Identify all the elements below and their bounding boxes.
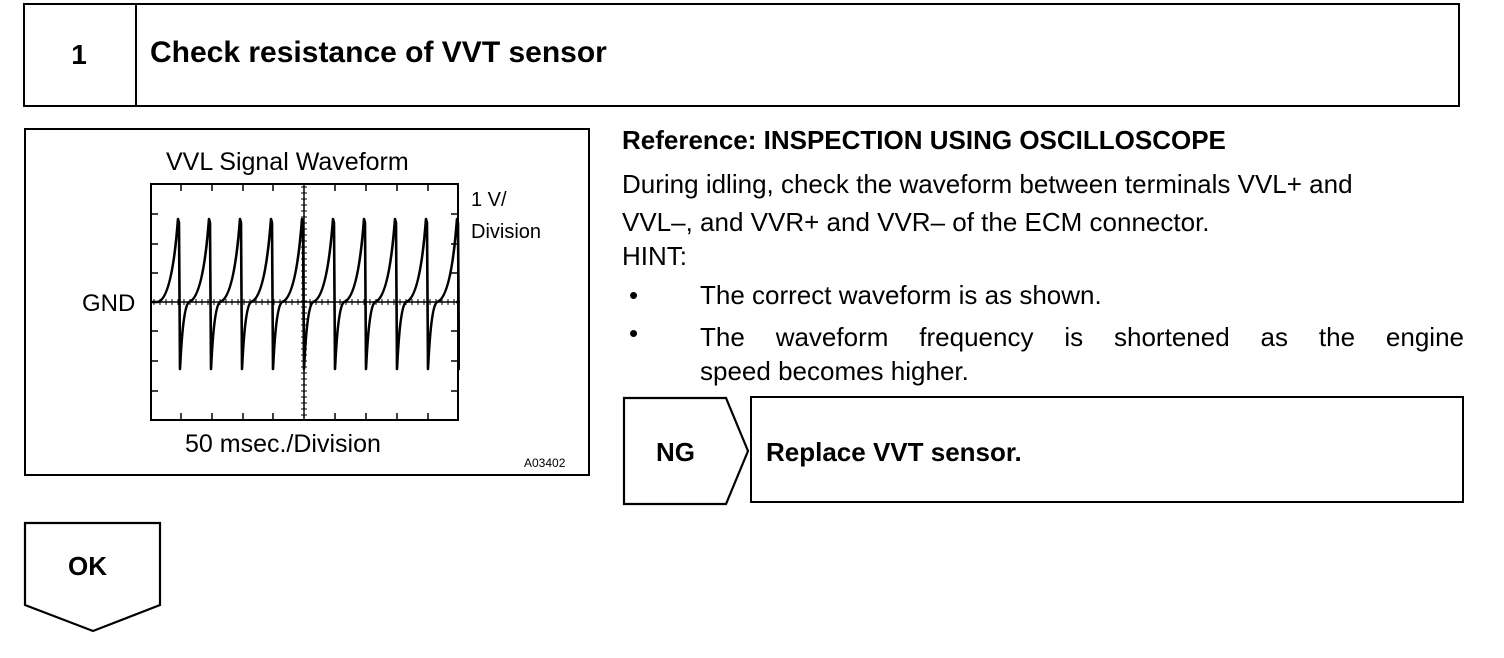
reference-line-1: During idling, check the waveform betwee… [622, 169, 1353, 199]
reference-paragraph: During idling, check the waveform betwee… [622, 165, 1464, 241]
reference-line-2: VVL–, and VVR+ and VVR– of the ECM conne… [622, 207, 1210, 237]
ok-arrow-shape [23, 521, 162, 633]
step-header-box [23, 3, 1460, 107]
bullet-2-text: The waveform frequency is shortened as t… [700, 322, 1464, 352]
bullet-2: • [629, 318, 639, 348]
ng-action-box [750, 396, 1464, 503]
voltage-unit-line2: Division [471, 221, 542, 243]
ng-action-text: Replace VVT sensor. [766, 437, 1022, 467]
ng-label: NG [656, 437, 695, 467]
step-number: 1 [23, 3, 137, 107]
bullet-1: • [629, 280, 639, 310]
step-title: Check resistance of VVT sensor [150, 36, 607, 69]
waveform-title: VVL Signal Waveform [166, 148, 409, 176]
voltage-unit-line1: 1 V/ [471, 189, 507, 211]
gnd-label: GND [82, 290, 136, 317]
bullet-2-text-cont: speed becomes higher. [700, 356, 969, 386]
figure-id: A03402 [524, 456, 566, 470]
waveform-figure [24, 128, 590, 476]
ok-label: OK [68, 551, 107, 581]
hint-label: HINT: [622, 241, 687, 271]
reference-title: Reference: INSPECTION USING OSCILLOSCOPE [622, 125, 1226, 155]
signal-waveform [152, 217, 460, 371]
time-unit-label: 50 msec./Division [185, 430, 381, 458]
bullet-1-text: The correct waveform is as shown. [700, 280, 1102, 310]
ng-arrow-shape [622, 396, 750, 506]
oscilloscope-screen [150, 183, 460, 421]
